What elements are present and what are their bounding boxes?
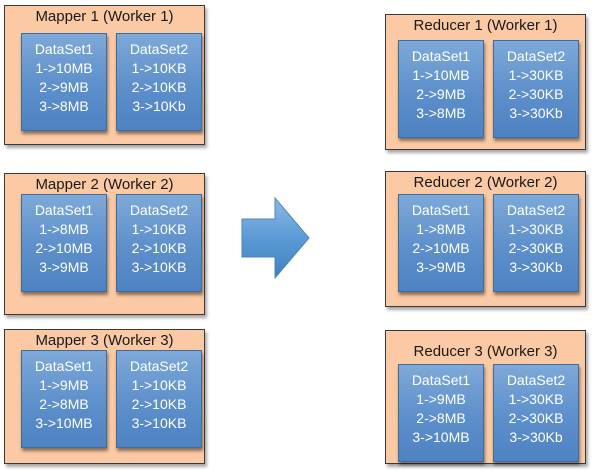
dataset-entry: 1->8MB	[39, 221, 89, 237]
dataset-entry: 3->8MB	[416, 105, 466, 121]
dataset-entry: 2->10KB	[131, 396, 187, 412]
dataset-name: DataSet1	[411, 48, 471, 64]
dataset-entry: 1->9MB	[39, 377, 89, 393]
reducer-3-title: Reducer 3 (Worker 3)	[413, 343, 558, 360]
dataset-entry: 2->30KB	[508, 410, 564, 426]
reducer-1-box: Reducer 1 (Worker 1) DataSet1 1->10MB 2-…	[385, 14, 586, 150]
dataset-name: DataSet2	[506, 372, 566, 388]
mapper-1-box: Mapper 1 (Worker 1) DataSet1 1->10MB 2->…	[4, 5, 205, 145]
dataset-name: DataSet2	[129, 202, 189, 218]
dataset-entry: 2->8MB	[39, 396, 89, 412]
dataset-entry: 3->8MB	[39, 98, 89, 114]
reducer-2-box: Reducer 2 (Worker 2) DataSet1 1->8MB 2->…	[385, 171, 586, 307]
dataset-entry: 3->9MB	[416, 259, 466, 275]
dataset-name: DataSet2	[506, 48, 566, 64]
dataset-entry: 3->30Kb	[509, 105, 563, 121]
dataset-entry: 2->9MB	[416, 86, 466, 102]
dataset-name: DataSet2	[129, 41, 189, 57]
mapper-3-title: Mapper 3 (Worker 3)	[35, 332, 174, 349]
reducer-1-dataset-2: DataSet2 1->30KB 2->30KB 3->30Kb	[493, 40, 579, 138]
dataset-name: DataSet1	[34, 358, 94, 374]
dataset-entry: 2->30KB	[508, 86, 564, 102]
dataset-entry: 1->10KB	[131, 221, 187, 237]
reducer-3-box: Reducer 3 (Worker 3) DataSet1 1->9MB 2->…	[385, 330, 586, 464]
reducer-1-dataset-1: DataSet1 1->10MB 2->9MB 3->8MB	[398, 40, 484, 138]
dataset-entry: 3->10MB	[412, 429, 470, 445]
dataset-entry: 2->9MB	[39, 79, 89, 95]
dataset-entry: 2->10KB	[131, 240, 187, 256]
dataset-entry: 1->8MB	[416, 221, 466, 237]
reducer-1-title: Reducer 1 (Worker 1)	[413, 17, 558, 34]
dataset-entry: 1->30KB	[508, 391, 564, 407]
mapper-1-dataset-2: DataSet2 1->10KB 2->10KB 3->10Kb	[116, 33, 202, 131]
dataset-name: DataSet2	[129, 358, 189, 374]
dataset-entry: 2->10KB	[131, 79, 187, 95]
reducer-3-dataset-2: DataSet2 1->30KB 2->30KB 3->30Kb	[493, 364, 579, 462]
dataset-entry: 1->30KB	[508, 67, 564, 83]
mapper-3-dataset-2: DataSet2 1->10KB 2->10KB 3->10KB	[116, 350, 202, 448]
dataset-name: DataSet1	[34, 41, 94, 57]
dataset-entry: 1->10MB	[35, 60, 93, 76]
dataset-entry: 2->8MB	[416, 410, 466, 426]
dataset-name: DataSet1	[34, 202, 94, 218]
mapper-1-dataset-1: DataSet1 1->10MB 2->9MB 3->8MB	[21, 33, 107, 131]
mapper-2-title: Mapper 2 (Worker 2)	[35, 176, 174, 193]
dataset-entry: 3->10KB	[131, 415, 187, 431]
dataset-entry: 1->10KB	[131, 60, 187, 76]
reducer-2-dataset-1: DataSet1 1->8MB 2->10MB 3->9MB	[398, 194, 484, 292]
dataset-entry: 2->10MB	[35, 240, 93, 256]
dataset-entry: 3->10Kb	[132, 98, 186, 114]
mapper-2-box: Mapper 2 (Worker 2) DataSet1 1->8MB 2->1…	[4, 173, 205, 315]
reducer-2-dataset-2: DataSet2 1->30KB 2->30KB 3->30Kb	[493, 194, 579, 292]
mapper-3-dataset-1: DataSet1 1->9MB 2->8MB 3->10MB	[21, 350, 107, 448]
dataset-name: DataSet1	[411, 372, 471, 388]
dataset-entry: 1->30KB	[508, 221, 564, 237]
dataset-entry: 3->10MB	[35, 415, 93, 431]
reducer-2-title: Reducer 2 (Worker 2)	[413, 174, 558, 191]
dataset-entry: 3->10KB	[131, 259, 187, 275]
mapper-2-dataset-2: DataSet2 1->10KB 2->10KB 3->10KB	[116, 194, 202, 292]
reducer-3-dataset-1: DataSet1 1->9MB 2->8MB 3->10MB	[398, 364, 484, 462]
dataset-entry: 2->30KB	[508, 240, 564, 256]
dataset-name: DataSet2	[506, 202, 566, 218]
mapper-1-title: Mapper 1 (Worker 1)	[35, 8, 174, 25]
dataset-entry: 1->10MB	[412, 67, 470, 83]
dataset-entry: 2->10MB	[412, 240, 470, 256]
mapper-3-box: Mapper 3 (Worker 3) DataSet1 1->9MB 2->8…	[4, 329, 205, 464]
dataset-entry: 3->30Kb	[509, 429, 563, 445]
dataset-entry: 3->30Kb	[509, 259, 563, 275]
dataset-name: DataSet1	[411, 202, 471, 218]
mapper-2-dataset-1: DataSet1 1->8MB 2->10MB 3->9MB	[21, 194, 107, 292]
dataset-entry: 1->10KB	[131, 377, 187, 393]
dataset-entry: 1->9MB	[416, 391, 466, 407]
dataset-entry: 3->9MB	[39, 259, 89, 275]
right-arrow-icon	[241, 197, 310, 279]
